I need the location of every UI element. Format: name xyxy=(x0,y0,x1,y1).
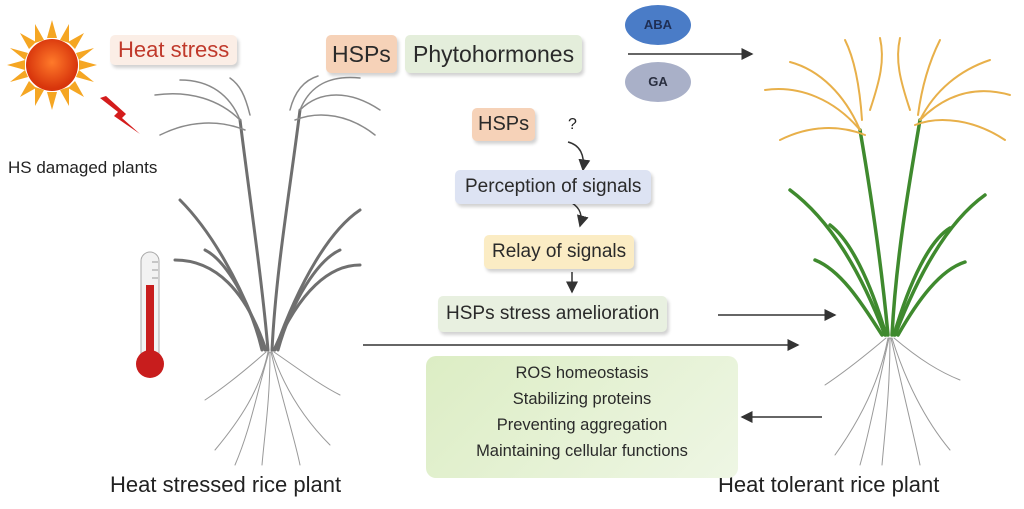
function-item: Stabilizing proteins xyxy=(512,390,652,408)
ga-label: GA xyxy=(648,74,668,89)
hsps-top-box: HSPs xyxy=(326,35,397,73)
phytohormones-box: Phytohormones xyxy=(405,35,583,73)
sun-icon xyxy=(7,20,97,110)
question-mark: ? xyxy=(568,116,577,133)
function-item: Maintaining cellular functions xyxy=(476,442,688,460)
flow-arrows xyxy=(363,48,837,423)
aba-ellipse xyxy=(625,5,691,45)
heat-tolerant-plant-illustration xyxy=(764,37,1011,466)
hsps-stress-amelioration-box: HSPs stress amelioration xyxy=(438,296,668,332)
heat-stressed-caption: Heat stressed rice plant xyxy=(110,472,342,497)
hsps-pathway-box: HSPs xyxy=(472,108,536,141)
hs-damaged-plants-label: HS damaged plants xyxy=(8,158,158,177)
thermometer-icon xyxy=(136,251,164,378)
aba-label: ABA xyxy=(643,17,673,32)
relay-of-signals-box: Relay of signals xyxy=(484,235,635,269)
perception-of-signals-box: Perception of signals xyxy=(455,170,652,204)
ga-ellipse xyxy=(625,62,691,102)
function-item: ROS homeostasis xyxy=(515,364,649,382)
heat-tolerant-caption: Heat tolerant rice plant xyxy=(718,472,940,497)
lightning-icon xyxy=(100,96,140,134)
heat-stressed-plant-illustration xyxy=(154,75,381,466)
function-item: Preventing aggregation xyxy=(496,416,668,434)
heat-stress-label: Heat stress xyxy=(110,35,238,65)
hsp-functions-box: ROS homeostasis Stabilizing proteins Pre… xyxy=(426,356,738,478)
